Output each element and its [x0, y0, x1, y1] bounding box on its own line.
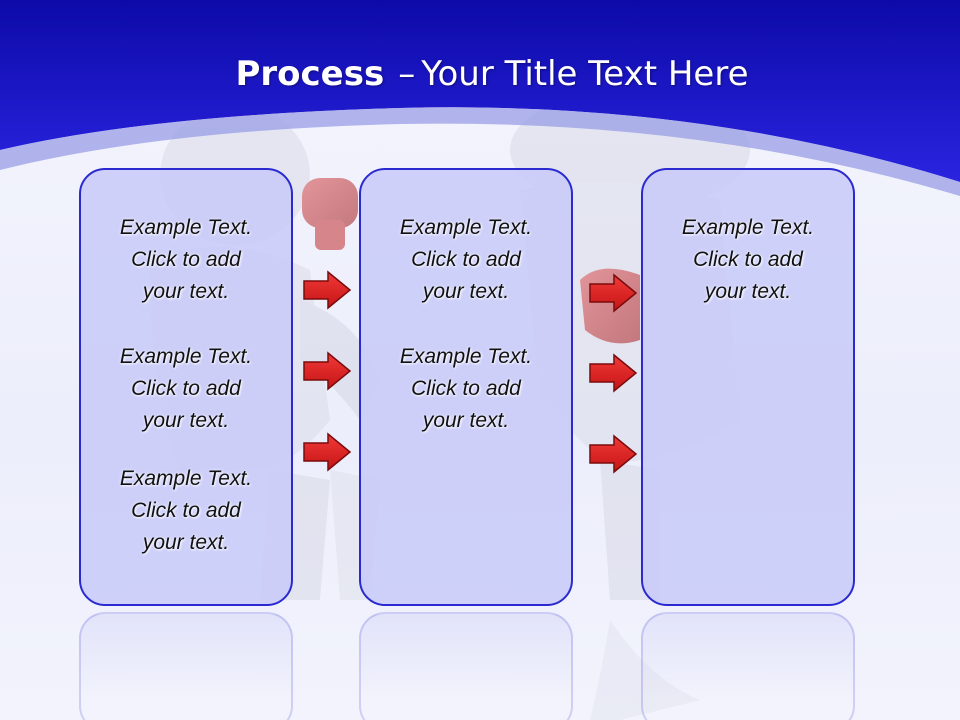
text-line: Click to add — [411, 248, 521, 271]
right-arrow-icon — [589, 273, 638, 313]
text-line: your text. — [142, 280, 230, 303]
text-line: your text. — [422, 280, 510, 303]
text-line: Click to add — [131, 248, 241, 271]
title-bold-part: Process — [235, 54, 385, 94]
text-block[interactable]: Example Text. Click to add your text. — [361, 341, 571, 437]
text-line: Example Text. — [119, 467, 253, 490]
title-text: Your Title Text Here — [421, 54, 749, 94]
text-line: Example Text. — [681, 216, 815, 239]
title-dash: – — [398, 54, 416, 94]
text-block[interactable]: Example Text. Click to add your text. — [643, 212, 853, 308]
panel-reflection — [359, 612, 573, 720]
text-line: your text. — [142, 531, 230, 554]
text-line: your text. — [704, 280, 792, 303]
right-arrow-icon — [303, 270, 352, 310]
text-line: your text. — [422, 409, 510, 432]
text-line: Click to add — [131, 377, 241, 400]
text-block[interactable]: Example Text. Click to add your text. — [361, 212, 571, 308]
right-arrow-icon — [589, 434, 638, 474]
right-arrow-icon — [303, 432, 352, 472]
text-line: Click to add — [131, 499, 241, 522]
header-band — [0, 0, 960, 182]
panel-reflection — [641, 612, 855, 720]
text-line: Click to add — [411, 377, 521, 400]
slide-title[interactable]: Process–Your Title Text Here — [0, 54, 960, 94]
header-curve-accent — [0, 107, 960, 196]
text-block[interactable]: Example Text. Click to add your text. — [81, 463, 291, 559]
text-line: Example Text. — [399, 216, 533, 239]
panel-reflection — [79, 612, 293, 720]
text-line: Example Text. — [119, 216, 253, 239]
process-panel-2[interactable]: Example Text. Click to add your text. Ex… — [359, 168, 573, 606]
text-block[interactable]: Example Text. Click to add your text. — [81, 212, 291, 308]
right-arrow-icon — [303, 351, 352, 391]
text-line: Example Text. — [399, 345, 533, 368]
process-panel-1[interactable]: Example Text. Click to add your text. Ex… — [79, 168, 293, 606]
process-panel-3[interactable]: Example Text. Click to add your text. — [641, 168, 855, 606]
text-block[interactable]: Example Text. Click to add your text. — [81, 341, 291, 437]
text-line: your text. — [142, 409, 230, 432]
right-arrow-icon — [589, 353, 638, 393]
text-line: Click to add — [693, 248, 803, 271]
text-line: Example Text. — [119, 345, 253, 368]
